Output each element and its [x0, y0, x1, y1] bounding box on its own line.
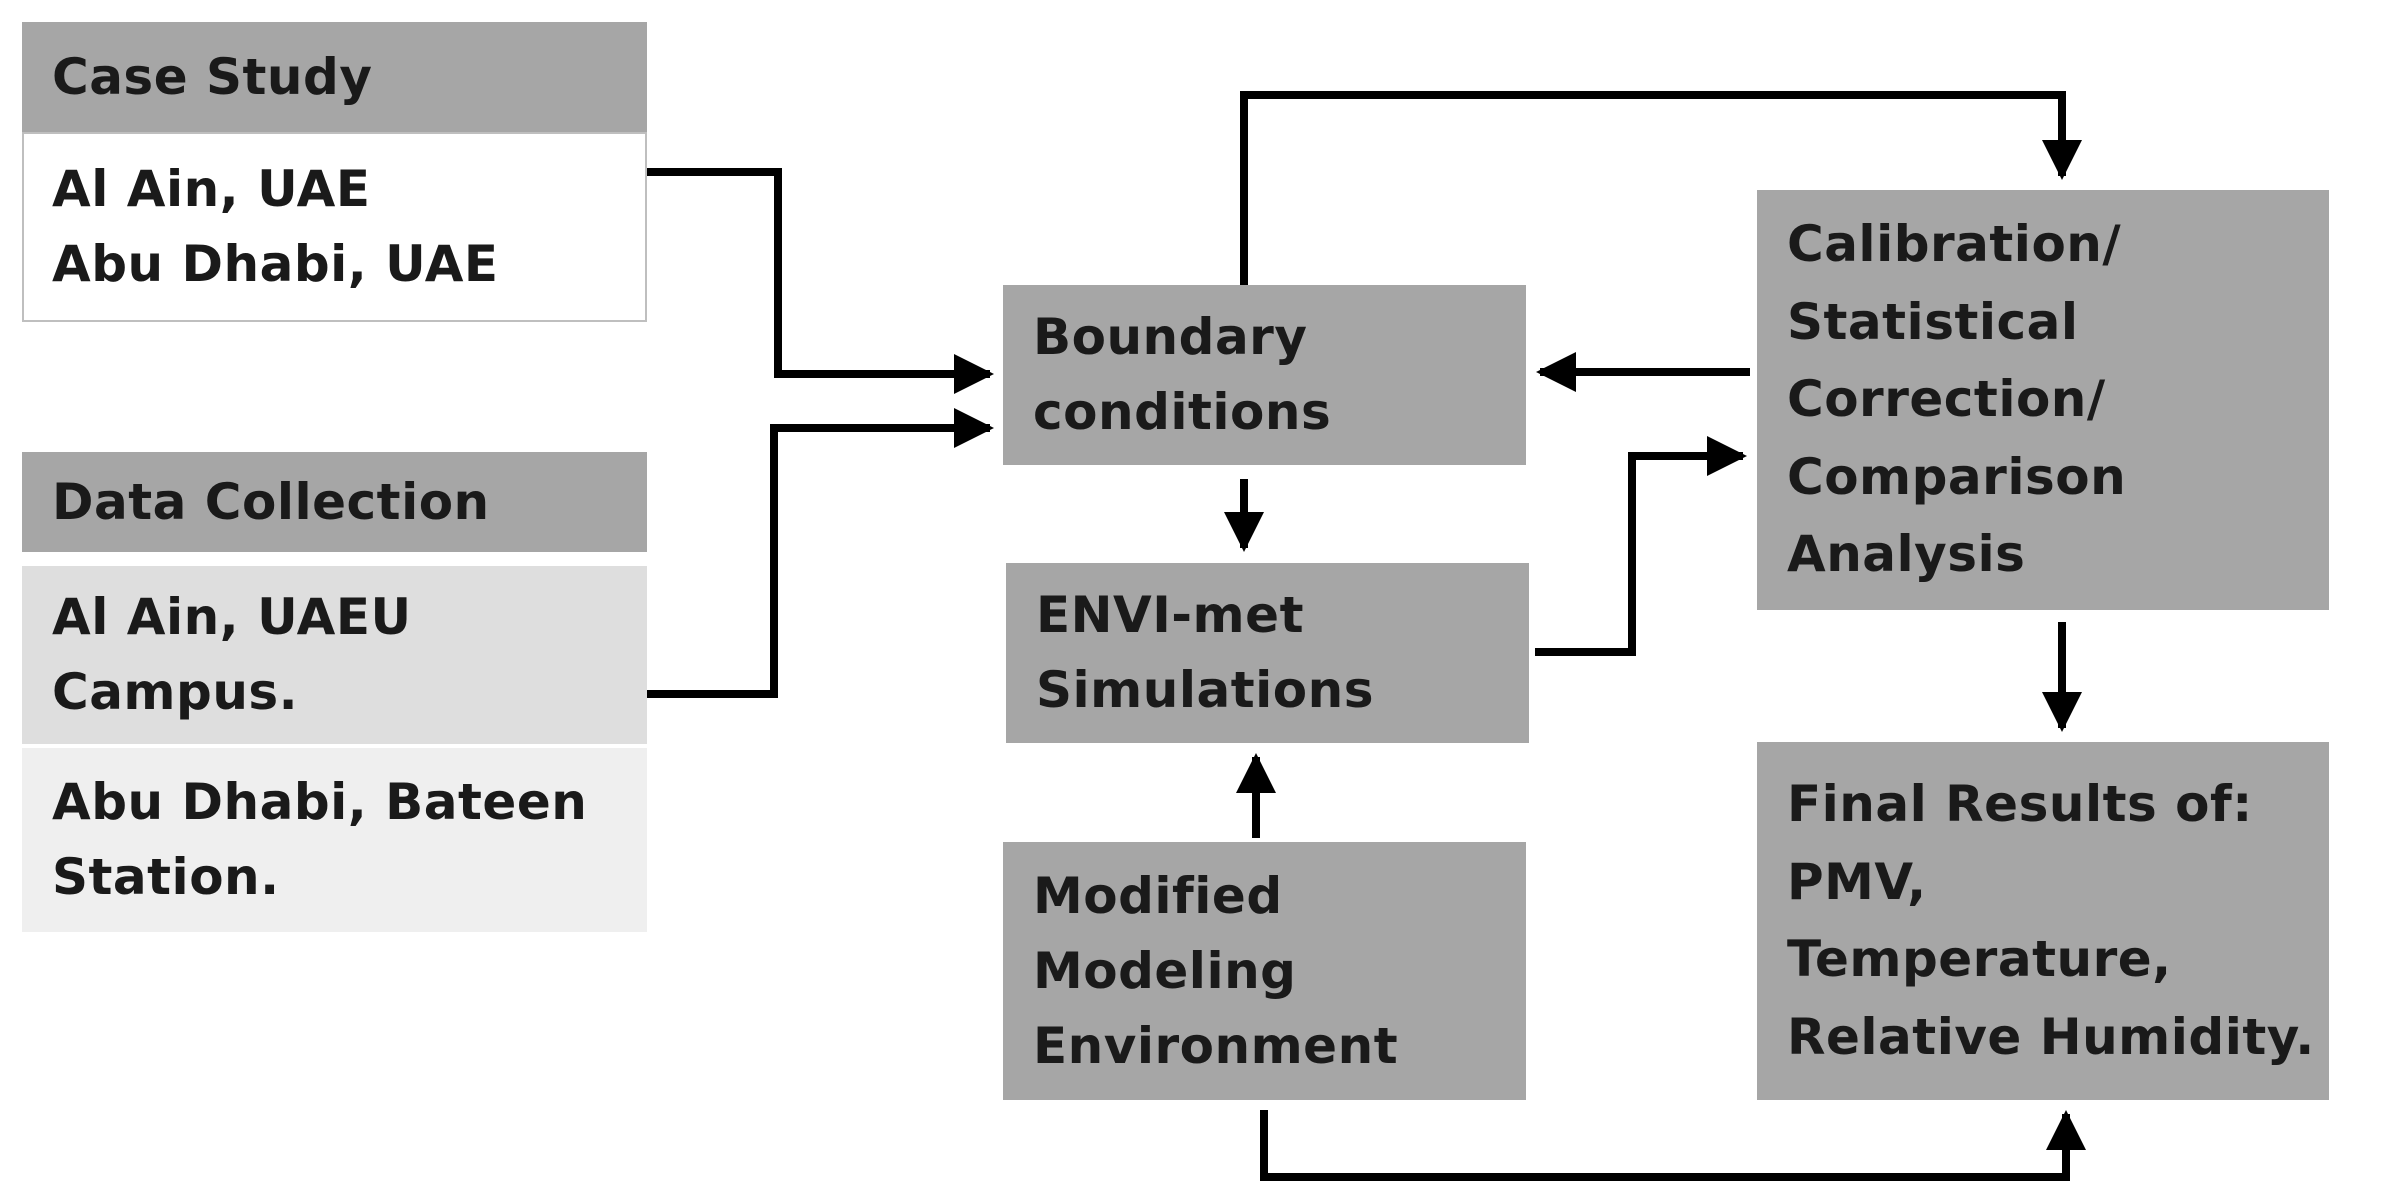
- boundary-conditions-line-1: Boundary: [1033, 308, 1308, 366]
- arrow-data-collection-to-boundary: [647, 408, 994, 698]
- data-collection-site-1-line-1: Al Ain, UAEU: [52, 588, 412, 646]
- data-collection-site-2-line-1: Abu Dhabi, Bateen: [52, 773, 588, 831]
- envimet-simulations-line-1: ENVI-met: [1036, 586, 1304, 644]
- data-collection-site-2: Abu Dhabi, Bateen Station.: [22, 748, 647, 932]
- case-study-header-text: Case Study: [52, 47, 373, 106]
- envimet-simulations-line-2: Simulations: [1036, 661, 1374, 719]
- calibration-line-2: Statistical: [1787, 292, 2079, 351]
- boundary-conditions-line-2: conditions: [1033, 383, 1332, 441]
- calibration-analysis-box: Calibration/ Statistical Correction/ Com…: [1757, 190, 2329, 610]
- case-study-header: Case Study: [22, 22, 647, 132]
- case-study-location-1: Al Ain, UAE: [52, 160, 371, 218]
- modified-modeling-line-1: Modified: [1033, 866, 1283, 925]
- arrow-case-study-to-boundary: [647, 168, 994, 394]
- data-collection-site-2-line-2: Station.: [52, 848, 280, 906]
- arrow-modified-to-final: [1260, 1110, 2086, 1181]
- data-collection-site-1-line-2: Campus.: [52, 663, 299, 721]
- data-collection-header-text: Data Collection: [52, 472, 490, 531]
- boundary-conditions-box: Boundary conditions: [1003, 285, 1526, 465]
- calibration-line-3: Correction/: [1787, 370, 2106, 429]
- envimet-simulations-box: ENVI-met Simulations: [1006, 563, 1529, 743]
- final-results-line-2: PMV,: [1787, 852, 1927, 911]
- final-results-line-1: Final Results of:: [1787, 775, 2253, 833]
- calibration-line-1: Calibration/: [1787, 215, 2122, 274]
- data-collection-site-1: Al Ain, UAEU Campus.: [22, 566, 647, 744]
- arrow-boundary-to-calibration: [1240, 91, 2082, 285]
- calibration-line-5: Analysis: [1787, 525, 2026, 584]
- case-study-locations: Al Ain, UAE Abu Dhabi, UAE: [22, 132, 647, 322]
- arrow-envimet-to-calibration: [1535, 436, 1747, 656]
- data-collection-header: Data Collection: [22, 452, 647, 552]
- final-results-box: Final Results of: PMV, Temperature, Rela…: [1757, 742, 2329, 1100]
- final-results-line-3: Temperature,: [1787, 930, 2172, 988]
- modified-modeling-line-3: Environment: [1033, 1016, 1399, 1075]
- calibration-line-4: Comparison: [1787, 447, 2127, 506]
- final-results-line-4: Relative Humidity.: [1787, 1007, 2315, 1066]
- modified-modeling-environment-box: Modified Modeling Environment: [1003, 842, 1526, 1100]
- modified-modeling-line-2: Modeling: [1033, 941, 1297, 1000]
- case-study-location-2: Abu Dhabi, UAE: [52, 235, 499, 293]
